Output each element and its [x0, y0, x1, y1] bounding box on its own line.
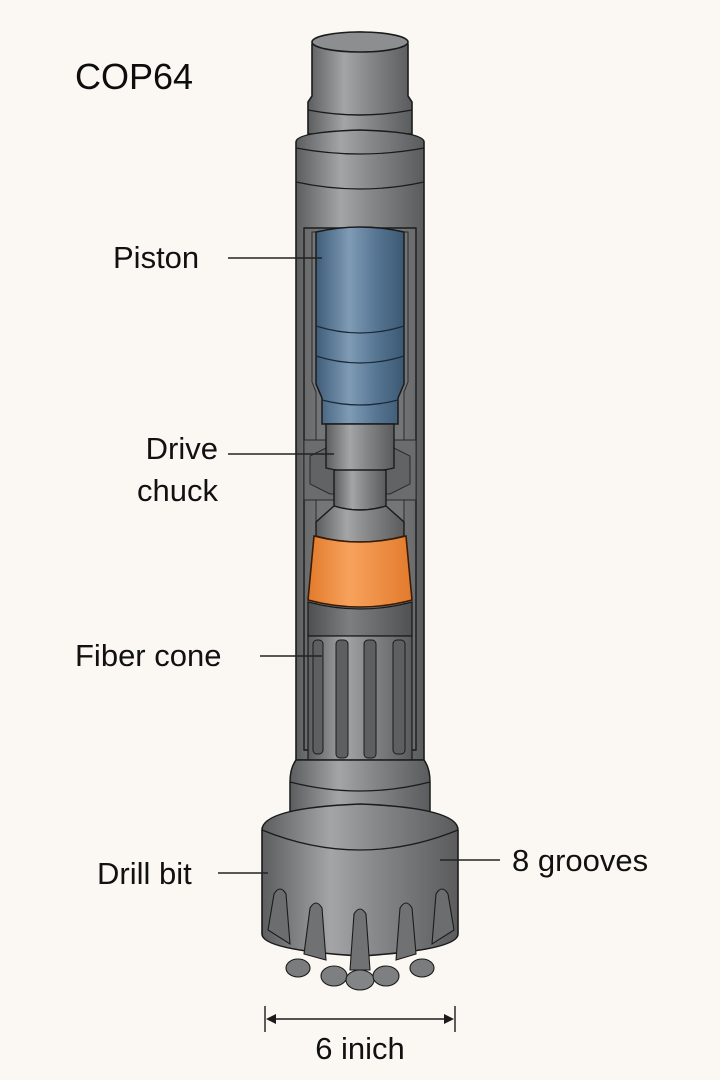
- piston: [315, 226, 405, 425]
- label-piston: Piston: [113, 240, 200, 275]
- drive-chuck: [303, 423, 417, 543]
- label-drive-chuck-line1: Drive: [145, 431, 218, 466]
- carbide-buttons: [285, 958, 435, 991]
- fiber-cone-splines: [307, 601, 413, 761]
- leader-lines: [218, 257, 500, 874]
- label-drill-bit: Drill bit: [97, 856, 192, 891]
- label-drive-chuck: Drive chuck: [110, 428, 218, 512]
- orange-cone: [307, 534, 413, 608]
- drill-bit-head: [261, 803, 459, 971]
- label-grooves: 8 grooves: [512, 843, 649, 878]
- top-shank: [307, 31, 413, 135]
- label-drive-chuck-line2: chuck: [137, 473, 218, 508]
- dimension-line: [264, 1006, 456, 1032]
- diagram-title: COP64: [75, 56, 194, 97]
- dimension-label: 6 inich: [315, 1031, 405, 1066]
- label-fiber-cone: Fiber cone: [75, 638, 222, 673]
